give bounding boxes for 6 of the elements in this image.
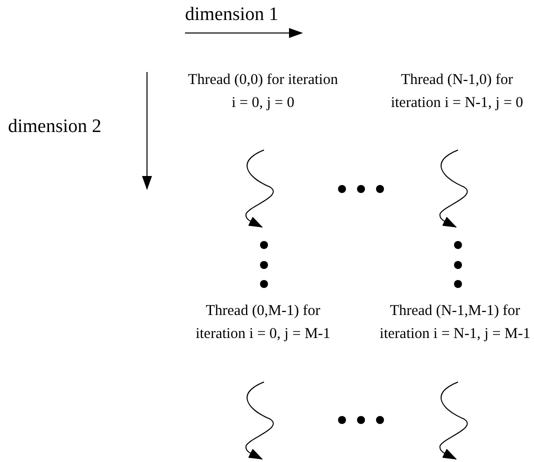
thread-label: Thread (N-1,0) for iteration i = N-1, j = 0 [390, 71, 524, 113]
thread-label: Thread (0,0) for iteration i = 0, j = 0 [188, 71, 338, 113]
axis-label: dimension 2 [8, 116, 102, 138]
thread-label: Thread (0,M-1) for iteration i = 0, j = M-1 [195, 302, 331, 344]
thread-label: Thread (N-1,M-1) for iteration i = N-1, j = M-1 [378, 302, 532, 344]
axis-label: dimension 1 [185, 4, 280, 26]
